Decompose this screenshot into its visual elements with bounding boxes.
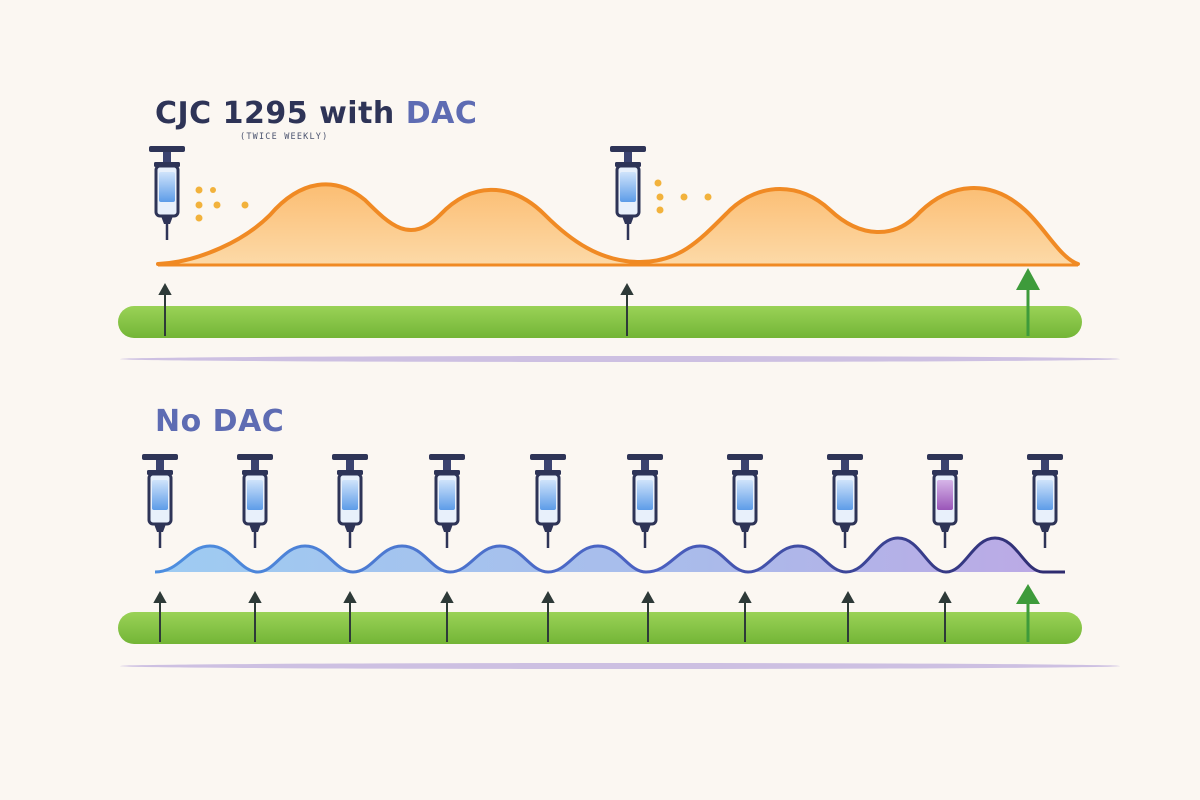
concentration-curve-nodac [155,538,1065,572]
syringe-fluid [937,480,953,510]
arrow-up-icon [841,590,855,642]
release-dots-2 [654,179,712,214]
arrow-up-icon [541,590,555,642]
syringe-row [140,452,1065,550]
subtitle-twice-weekly: (TWICE WEEKLY) [240,132,329,142]
arrow-up-icon [738,590,752,642]
arrow-up-icon [641,590,655,642]
timeline-shadow [120,356,1120,362]
arrow-up-icon [153,590,167,642]
title-accent: DAC [405,96,478,131]
syringe-fluid [439,480,455,510]
syringe-fluid [1037,480,1053,510]
syringe-fluid [247,480,263,510]
syringe-fluid [837,480,853,510]
syringe-fluid [737,480,753,510]
arrow-up-icon [158,282,172,336]
arrow-up-icon [440,590,454,642]
syringe-fluid [342,480,358,510]
arrow-up-icon [343,590,357,642]
title-no-dac: No DAC [155,404,285,439]
syringe-fluid [620,172,636,202]
arrow-row [153,590,952,642]
arrow-up-icon [620,282,634,336]
syringe-fluid [159,172,175,202]
concentration-line-dac [156,182,1080,266]
arrow-up-icon [248,590,262,642]
syringe-fluid [637,480,653,510]
arrow-up-icon [938,590,952,642]
timeline-bar-dac [118,306,1082,338]
timeline-bar-nodac [118,612,1082,644]
title-prefix: CJC 1295 with [155,96,406,131]
title-cjc-with-dac: CJC 1295 with DAC [155,96,477,131]
concentration-curve-dac [158,184,1078,264]
syringe-fluid [540,480,556,510]
arrow-up-icon [1016,584,1040,642]
syringe-fluid [152,480,168,510]
arrow-up-icon [1016,268,1040,336]
release-dots-1 [195,186,249,222]
concentration-line-nodac [154,536,1065,574]
timeline-shadow [120,663,1120,669]
